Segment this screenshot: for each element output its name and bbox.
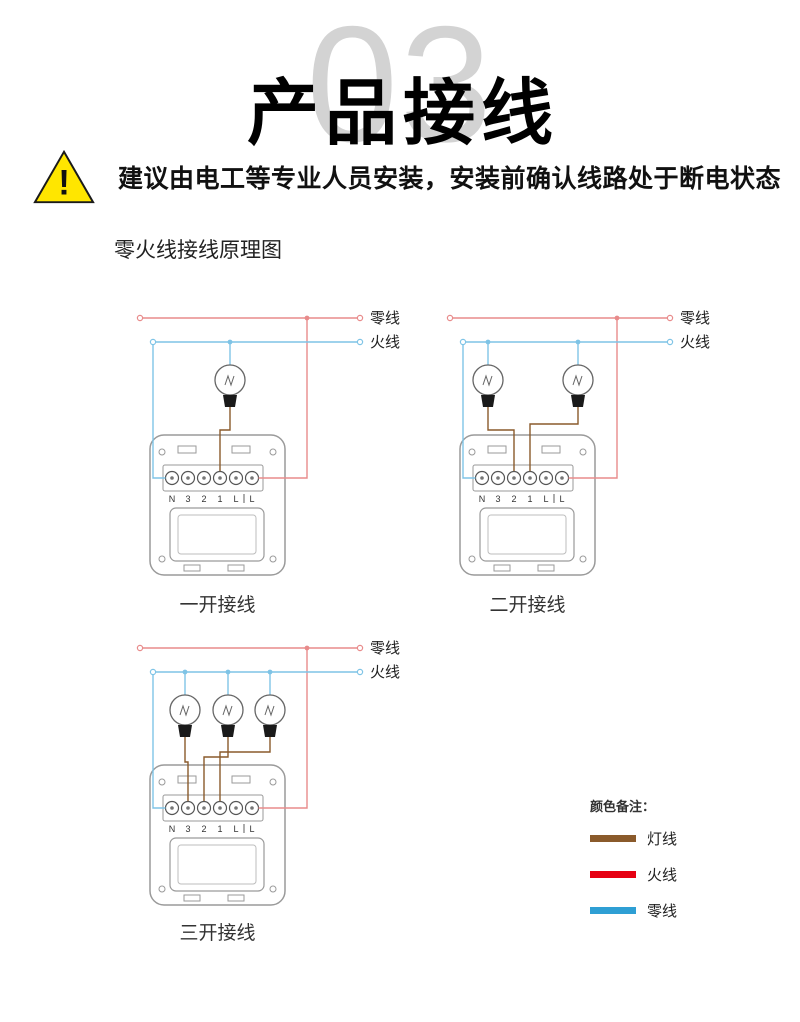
neutral-feed-wire [152,672,166,809]
bulb-filament [264,704,275,717]
bulb-filament [222,704,233,717]
terminal-label: N [169,494,176,504]
color-legend: 颜色备注： 灯线 火线 零线 [590,796,677,936]
bulb-filament [179,704,190,717]
lamp-wire [203,736,229,801]
diagram-caption-two-gang: 二开接线 [489,595,566,616]
mounting-hole [158,448,166,456]
mounting-hole [158,885,166,893]
lamp-wire [529,406,579,471]
page-title: 产品接线 [246,74,559,154]
lamp-wire [219,406,231,471]
switch-module [169,837,265,892]
bulb-socket [571,395,585,407]
light-bulb [254,694,286,737]
mounting-hole [158,778,166,786]
warning-text: 建议由电工等专业人员安装，安装前确认线路处于断电状态 [118,165,782,193]
terminal-label: N [479,494,486,504]
mounting-hole [158,555,166,563]
switch-module [479,507,575,562]
live-line-label: 火线 [680,334,710,351]
bulb-filament [482,374,493,387]
light-bulb [214,364,246,407]
terminal-label: 1 [527,494,532,504]
live-wire-swatch [590,871,636,878]
bulb-filament [224,374,235,387]
switch-rocker [177,514,257,555]
bulb-socket [221,725,235,737]
bulb-filament [572,374,583,387]
lamp-wire [184,736,189,801]
switch-rocker [177,844,257,885]
lamp-wire [219,736,271,801]
switch-module [169,507,265,562]
terminal-label: 2 [511,494,516,504]
mounting-hole [468,448,476,456]
switch-rocker [487,514,567,555]
light-bulb [169,694,201,737]
mounting-hole [269,555,277,563]
terminal-label: 3 [185,494,190,504]
legend-item-live-wire: 火线 [590,864,677,885]
warning-banner: ! 建议由电工等专业人员安装，安装前确认线路处于断电状态 [32,148,781,206]
neutral-feed-wire [152,342,166,479]
wiring-principle-subtitle: 零火线接线原理图 [114,239,282,262]
terminal-label: 2 [201,494,206,504]
light-bulb [472,364,504,407]
terminal-label: 3 [495,494,500,504]
bulb-socket [178,725,192,737]
legend-item-neutral-wire: 零线 [590,900,677,921]
live-wire-label: 火线 [647,867,678,884]
terminal-label: L [543,494,548,504]
live-feed-wire [568,318,618,479]
mounting-hole [269,885,277,893]
neutral-line-label: 零线 [370,310,400,327]
exclamation-glyph: ! [58,163,70,202]
mounting-hole [269,448,277,456]
mounting-hole [269,778,277,786]
mounting-hole [579,555,587,563]
bulb-socket [223,395,237,407]
neutral-wire-label: 零线 [647,903,678,920]
legend-title: 颜色备注： [590,799,656,814]
diagram-caption-three-gang: 三开接线 [179,923,256,944]
legend-item-lamp-wire: 灯线 [590,828,677,849]
terminal-label: L [249,824,254,834]
light-bulb [562,364,594,407]
bulb-socket [263,725,277,737]
live-line-label: 火线 [370,334,400,351]
warning-triangle-icon: ! [33,149,95,204]
live-feed-wire [258,318,308,479]
terminal-label: 3 [185,824,190,834]
diagram-caption-one-gang: 一开接线 [179,595,256,616]
terminal-label: 2 [201,824,206,834]
section-number: 03 [306,0,494,176]
mounting-hole [579,448,587,456]
terminal-label: L [233,494,238,504]
neutral-line-label: 零线 [370,640,400,657]
lamp-wire-swatch [590,835,636,842]
live-line-label: 火线 [370,664,400,681]
light-bulb [212,694,244,737]
lamp-wire [487,406,515,471]
live-feed-wire [258,648,308,809]
lamp-wire-label: 灯线 [647,831,678,848]
bulb-socket [481,395,495,407]
terminal-label: N [169,824,176,834]
terminal-label: 1 [217,494,222,504]
neutral-wire-swatch [590,907,636,914]
terminal-label: 1 [217,824,222,834]
terminal-label: L [559,494,564,504]
mounting-hole [468,555,476,563]
neutral-line-label: 零线 [680,310,710,327]
terminal-label: L [249,494,254,504]
neutral-feed-wire [462,342,476,479]
terminal-label: L [233,824,238,834]
